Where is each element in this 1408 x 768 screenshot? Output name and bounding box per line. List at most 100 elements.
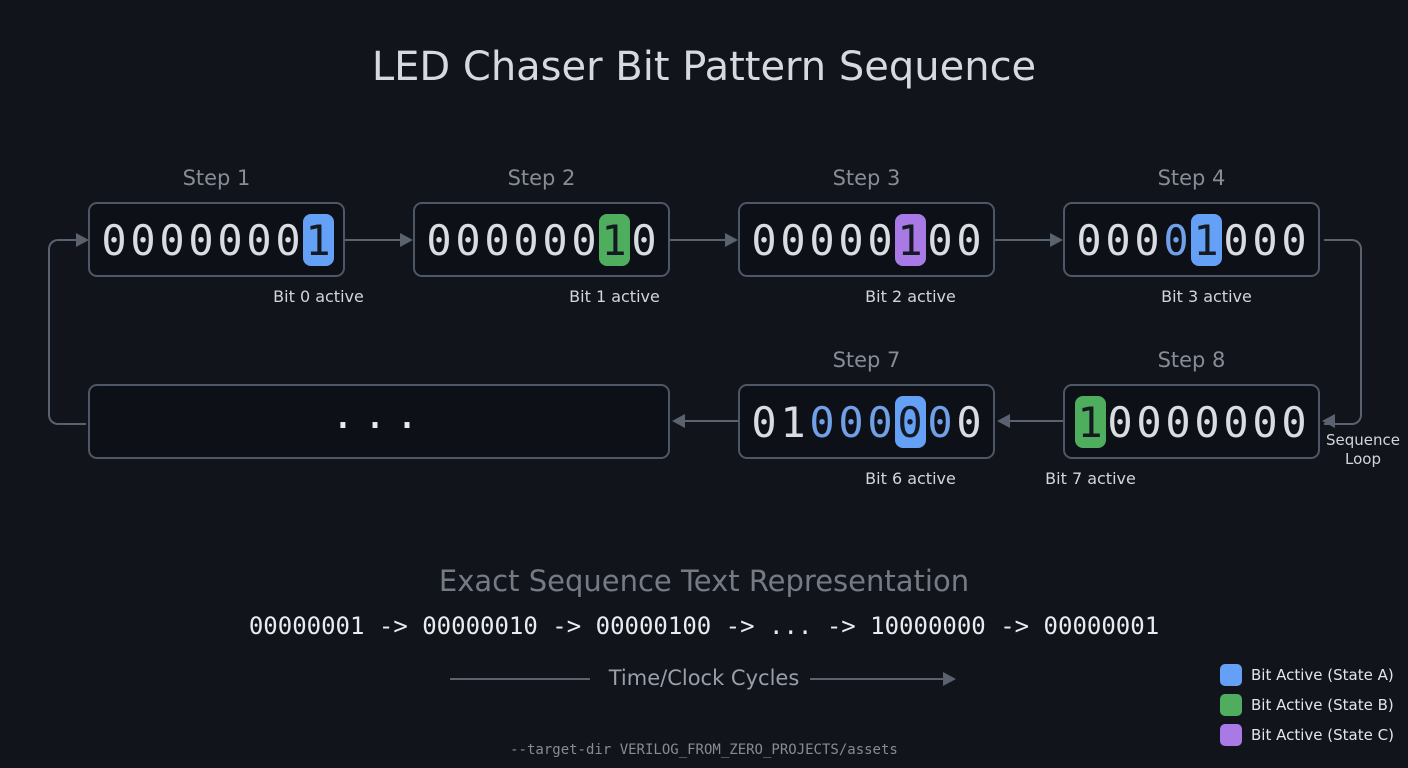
bit-digit: 0	[838, 215, 864, 265]
legend-label-state-a: Bit Active (State A)	[1251, 666, 1394, 684]
bit-digit: 1	[1074, 395, 1106, 448]
sequence-text: 00000001 -> 00000010 -> 00000100 -> ... …	[248, 612, 1160, 640]
step-3-title: Step 3	[832, 166, 901, 190]
step-2-title: Step 2	[507, 166, 576, 190]
time-axis-arrowhead-icon	[943, 672, 956, 686]
bit-digit: 0	[751, 397, 777, 447]
time-axis-left-line	[450, 678, 590, 680]
arrow-step1-step2-head-icon	[400, 233, 413, 247]
bit-digit: 0	[780, 215, 806, 265]
legend-swatch-green-icon	[1220, 694, 1242, 716]
bit-digit: 0	[484, 215, 510, 265]
step-7-title: Step 7	[832, 348, 901, 372]
bit-digit: 0	[513, 215, 539, 265]
legend-row-state-a: Bit Active (State A)	[1220, 664, 1394, 686]
step-4-title: Step 4	[1157, 166, 1226, 190]
legend-row-state-c: Bit Active (State C)	[1220, 724, 1394, 746]
loop-left-connector	[48, 239, 86, 425]
bit-digit: 0	[927, 397, 953, 447]
legend-row-state-b: Bit Active (State B)	[1220, 694, 1394, 716]
arrow-step2-step3-line	[670, 239, 726, 241]
bit-digit: 0	[246, 215, 272, 265]
bit-digit: 0	[188, 215, 214, 265]
bit-digit: 0	[751, 215, 777, 265]
step-4-caption: Bit 3 active	[1161, 287, 1252, 306]
sequence-loop-label: Sequence Loop	[1326, 431, 1400, 468]
bit-digit: 0	[631, 215, 657, 265]
arrow-step7-ellipsis-head-icon	[672, 414, 685, 428]
loop-right-connector	[1324, 239, 1362, 425]
step-8-title: Step 8	[1157, 348, 1226, 372]
bit-digit: 0	[1252, 215, 1278, 265]
step-1-caption: Bit 0 active	[273, 287, 364, 306]
bit-digit: 0	[101, 215, 127, 265]
step-2-caption: Bit 1 active	[569, 287, 660, 306]
bit-digit: 0	[455, 215, 481, 265]
legend: Bit Active (State A) Bit Active (State B…	[1220, 664, 1394, 754]
bit-digit: 0	[838, 397, 864, 447]
loop-left-arrowhead-icon	[76, 233, 89, 247]
bit-digit: 0	[1281, 215, 1307, 265]
footer-path: --target-dir VERILOG_FROM_ZERO_PROJECTS/…	[510, 742, 898, 758]
step-7-caption: Bit 6 active	[865, 469, 956, 488]
bit-digit: 1	[598, 213, 630, 266]
arrow-step1-step2-line	[345, 239, 401, 241]
bit-digit: 0	[1281, 397, 1307, 447]
bit-digit: 0	[571, 215, 597, 265]
bit-digit: 0	[809, 215, 835, 265]
step-8-caption: Bit 7 active	[1045, 469, 1136, 488]
sequence-representation-heading: Exact Sequence Text Representation	[438, 564, 970, 598]
bit-digit: 0	[1163, 215, 1189, 265]
bit-digit: 0	[1076, 215, 1102, 265]
bit-digit: 0	[1223, 397, 1249, 447]
bit-digit: 0	[894, 395, 926, 448]
bit-digit: 1	[780, 397, 806, 447]
bit-digit: 0	[927, 215, 953, 265]
bit-digit: 0	[809, 397, 835, 447]
bit-digit: 0	[130, 215, 156, 265]
ellipsis-box: ...	[88, 384, 670, 459]
bit-digit: 0	[1165, 397, 1191, 447]
bit-digit: 0	[1105, 215, 1131, 265]
bit-digit: 0	[867, 215, 893, 265]
bit-digit: 0	[956, 215, 982, 265]
page-title: LED Chaser Bit Pattern Sequence	[371, 44, 1037, 90]
legend-swatch-purple-icon	[1220, 724, 1242, 746]
bit-digit: 0	[1107, 397, 1133, 447]
bit-digit: 0	[1136, 397, 1162, 447]
arrow-step3-step4-line	[995, 239, 1051, 241]
legend-swatch-blue-icon	[1220, 664, 1242, 686]
arrow-step7-ellipsis-line	[684, 420, 738, 422]
bit-digit: 1	[894, 213, 926, 266]
arrow-step8-step7-head-icon	[997, 414, 1010, 428]
step-3-caption: Bit 2 active	[865, 287, 956, 306]
bit-digit: 0	[1194, 397, 1220, 447]
bit-digit: 1	[302, 213, 334, 266]
step-1-title: Step 1	[182, 166, 251, 190]
bit-digit: 0	[1223, 215, 1249, 265]
legend-label-state-b: Bit Active (State B)	[1251, 696, 1394, 714]
bit-digit: 1	[1190, 213, 1222, 266]
loop-right-arrowhead-icon	[1322, 414, 1335, 428]
time-axis-label: Time/Clock Cycles	[608, 666, 800, 690]
arrow-step3-step4-head-icon	[1050, 233, 1063, 247]
bit-digit: 0	[159, 215, 185, 265]
bit-digit: 0	[426, 215, 452, 265]
bit-digit: 0	[1252, 397, 1278, 447]
bit-digit: 0	[542, 215, 568, 265]
bit-digit: 0	[956, 397, 982, 447]
arrow-step2-step3-head-icon	[725, 233, 738, 247]
